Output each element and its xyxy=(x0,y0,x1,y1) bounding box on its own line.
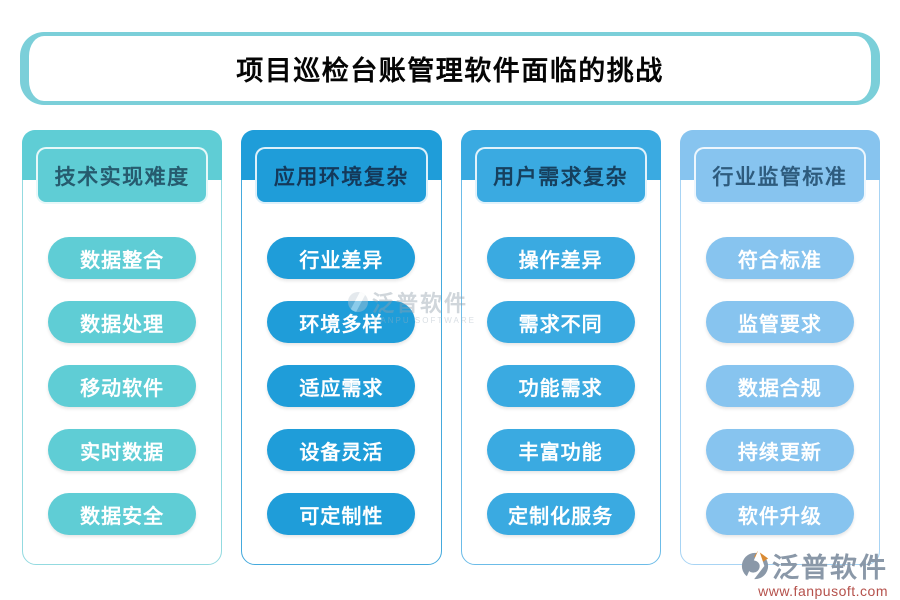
item-pill: 符合标准 xyxy=(705,237,854,279)
fanpu-logo-icon xyxy=(741,550,769,581)
item-pill: 可定制性 xyxy=(267,493,416,535)
item-pill: 数据安全 xyxy=(48,493,197,535)
card-header: 技术实现难度 xyxy=(36,147,209,204)
challenge-card-4: 行业监管标准符合标准监管要求数据合规持续更新软件升级 xyxy=(679,130,880,565)
item-pill: 适应需求 xyxy=(267,365,416,407)
title-banner: 项目巡检台账管理软件面临的挑战 xyxy=(20,32,880,105)
challenge-card-2: 应用环境复杂行业差异环境多样适应需求设备灵活可定制性 xyxy=(241,130,442,565)
card-header: 行业监管标准 xyxy=(693,147,866,204)
card-header: 应用环境复杂 xyxy=(255,147,428,204)
page-title: 项目巡检台账管理软件面临的挑战 xyxy=(236,56,664,86)
item-pill: 实时数据 xyxy=(48,429,197,471)
item-pill: 丰富功能 xyxy=(486,429,635,471)
item-pill: 数据合规 xyxy=(705,365,854,407)
card-items: 行业差异环境多样适应需求设备灵活可定制性 xyxy=(242,237,440,535)
challenge-card-3: 用户需求复杂操作差异需求不同功能需求丰富功能定制化服务 xyxy=(460,130,661,565)
brand-name: 泛普软件 xyxy=(772,553,888,583)
brand-url: www.fanpusoft.com xyxy=(758,583,888,599)
item-pill: 监管要求 xyxy=(705,301,854,343)
item-pill: 需求不同 xyxy=(486,301,635,343)
item-pill: 定制化服务 xyxy=(486,493,635,535)
item-pill: 环境多样 xyxy=(267,301,416,343)
item-pill: 设备灵活 xyxy=(267,429,416,471)
challenge-card-1: 技术实现难度数据整合数据处理移动软件实时数据数据安全 xyxy=(22,130,223,565)
item-pill: 数据处理 xyxy=(48,301,197,343)
item-pill: 软件升级 xyxy=(705,493,854,535)
item-pill: 行业差异 xyxy=(267,237,416,279)
item-pill: 操作差异 xyxy=(486,237,635,279)
item-pill: 持续更新 xyxy=(705,429,854,471)
item-pill: 数据整合 xyxy=(48,237,197,279)
card-items: 数据整合数据处理移动软件实时数据数据安全 xyxy=(23,237,221,535)
item-pill: 移动软件 xyxy=(48,365,197,407)
brand-logo: 泛普软件 www.fanpusoft.com xyxy=(740,546,888,599)
columns-container: 技术实现难度数据整合数据处理移动软件实时数据数据安全应用环境复杂行业差异环境多样… xyxy=(22,130,880,565)
card-items: 符合标准监管要求数据合规持续更新软件升级 xyxy=(681,237,879,535)
item-pill: 功能需求 xyxy=(486,365,635,407)
card-header: 用户需求复杂 xyxy=(474,147,647,204)
card-items: 操作差异需求不同功能需求丰富功能定制化服务 xyxy=(462,237,660,535)
